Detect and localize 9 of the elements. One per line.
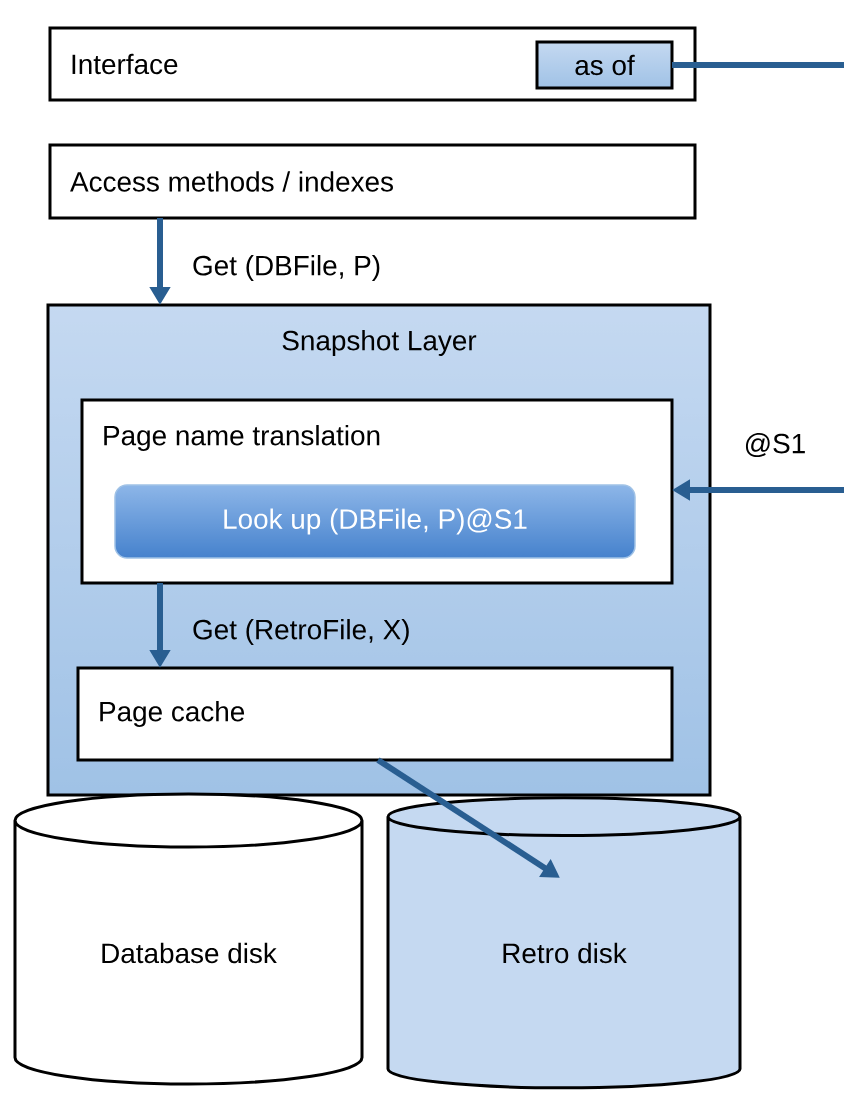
disk-cylinder: Retro disk [386,796,742,1090]
option-box: as of [535,40,674,90]
edge-label: @S1 [741,430,809,460]
edge-label: Get (RetroFile, X) [193,619,409,645]
process-box: Page cache [76,666,674,762]
lookup-button: Look up (DBFile, P)@S1 [114,484,636,559]
process-box: Access methods / indexes [48,143,697,220]
edge-label: Get (DBFile, P) [190,253,384,283]
disk-cylinder: Database disk [13,792,364,1086]
